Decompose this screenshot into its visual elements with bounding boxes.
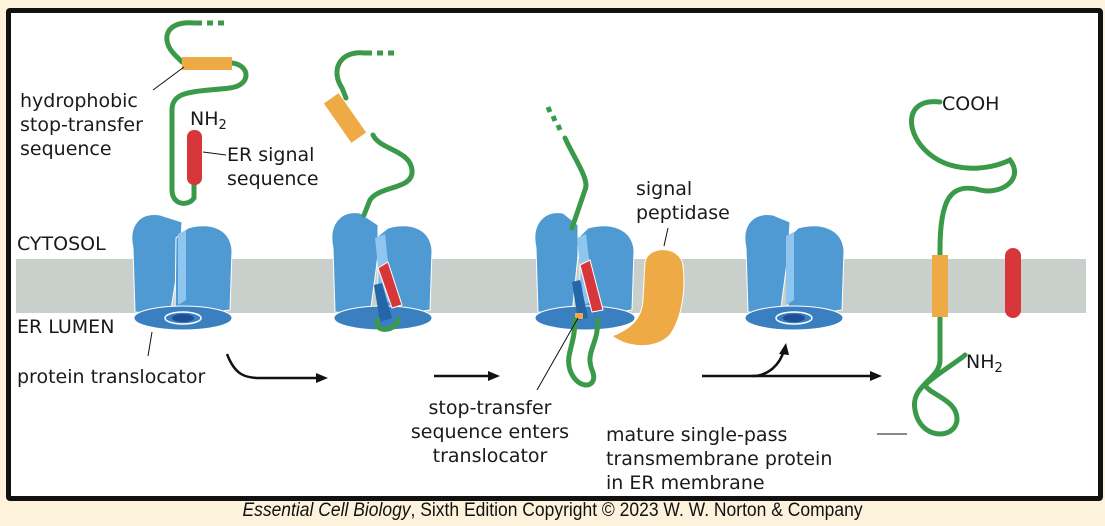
label-signal-peptidase-1: signal — [636, 178, 692, 200]
label-signal-peptidase-2: peptidase — [636, 202, 730, 224]
label-mature-protein-3: in ER membrane — [606, 472, 765, 494]
stop-transfer-sequence-stage-2 — [323, 93, 367, 143]
polypeptide-chain-stage-1 — [164, 20, 249, 206]
polypeptide-chain-stage-3 — [545, 106, 601, 388]
label-hydrophobic-3: sequence — [20, 138, 112, 160]
label-er-signal-1: ER signal — [227, 144, 314, 166]
label-cooh: COOH — [942, 93, 999, 115]
label-nh2: NH2 — [190, 108, 227, 133]
mature-protein-chain — [909, 99, 1018, 437]
translocator-stage-3 — [534, 212, 636, 331]
polypeptide-chain-stage-2 — [334, 50, 415, 332]
cleaved-signal-sequence — [1005, 248, 1021, 318]
stop-transfer-sequence — [182, 57, 232, 70]
label-hydrophobic-1: hydrophobic — [20, 90, 138, 112]
label-hydrophobic-2: stop-transfer — [20, 114, 143, 136]
label-er-signal-2: sequence — [227, 168, 319, 190]
book-title: Essential Cell Biology — [242, 500, 411, 521]
label-mature-protein-1: mature single-pass — [606, 424, 787, 446]
translocator-stage-4 — [744, 214, 845, 331]
copyright-caption: Essential Cell Biology, Sixth Edition Co… — [44, 500, 1061, 522]
label-er-lumen: ER LUMEN — [17, 316, 114, 338]
arrow-1-icon — [225, 353, 322, 380]
translocator-stage-2 — [331, 212, 433, 331]
label-stop-transfer-enters-1: stop-transfer — [429, 397, 552, 419]
label-nh2-final: NH2 — [966, 351, 1003, 376]
label-protein-translocator: protein translocator — [17, 366, 205, 388]
label-stop-transfer-enters-2: sequence enters — [411, 421, 569, 443]
signal-peptidase — [610, 249, 685, 347]
translocator-stage-1 — [131, 214, 233, 331]
er-signal-sequence — [187, 130, 202, 185]
label-mature-protein-2: transmembrane protein — [606, 448, 832, 470]
stop-transfer-anchor — [932, 255, 948, 317]
label-stop-transfer-enters-3: translocator — [433, 445, 548, 467]
label-cytosol: CYTOSOL — [17, 233, 106, 255]
caption-rest: , Sixth Edition Copyright © 2023 W. W. N… — [410, 500, 863, 521]
